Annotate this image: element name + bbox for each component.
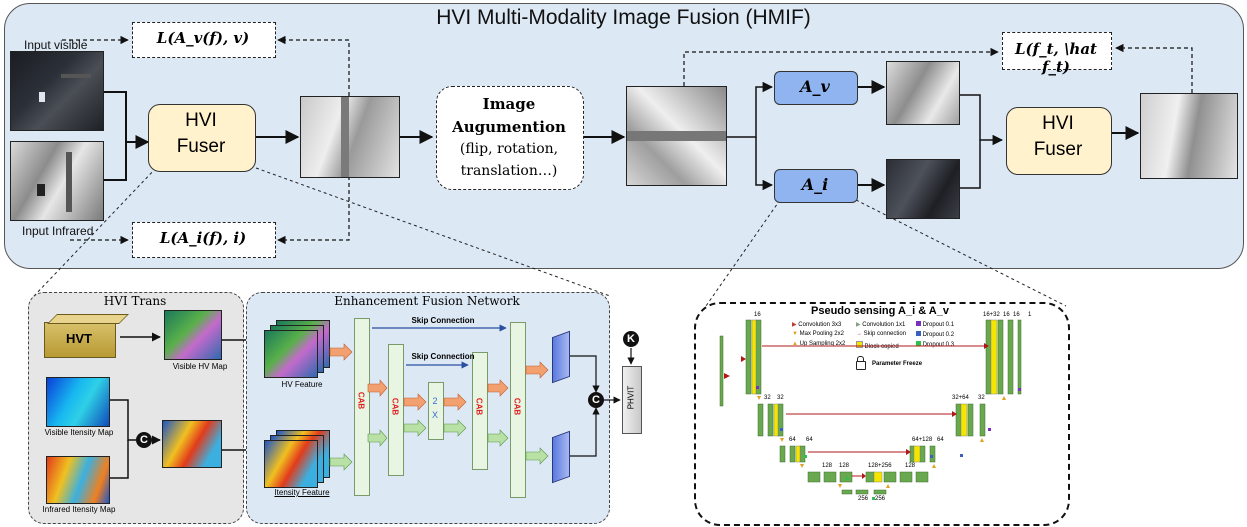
infrared-intensity-map-label: Infrared Itensity Map (42, 505, 116, 514)
pseudo-legend: ▶ Convolution 3x3 ▶ Convolution 1x1 Drop… (792, 321, 972, 355)
visible-hv-map-label: Visible HV Map (172, 362, 228, 371)
input-infrared-image (10, 141, 104, 221)
ch-dec3: 64+128 (912, 437, 933, 443)
visible-hv-map (164, 310, 222, 360)
node-a-i-label: A_i (801, 175, 829, 194)
legend-block-copied: Block copied (856, 341, 899, 350)
input-visible-label: Input visible (24, 38, 88, 52)
loss-visible-label: L(A_v(f), v) (156, 29, 250, 47)
hvi-fuser-2-line2: Fuser (1033, 139, 1083, 160)
pseudo-visible-image (886, 61, 960, 125)
cab-column-2 (388, 344, 404, 476)
fused-image (300, 96, 400, 178)
legend-dropout03: Dropout 0.3 (916, 341, 954, 348)
output-image (1140, 93, 1238, 179)
augmentation-line3: (flip, rotation, (459, 141, 559, 157)
combined-intensity-map (162, 420, 222, 468)
loss-target-label: L(f_t, \hat f_t) (1014, 40, 1097, 76)
cab-column-4 (510, 322, 526, 498)
ch-enc3: 64 (789, 437, 796, 443)
efn-title: Enhancement Fusion Network (334, 294, 520, 308)
input-visible-image (10, 51, 104, 131)
loss-infrared-box (132, 222, 276, 258)
ch-bottom1: 256 (858, 496, 869, 502)
skip-connection-label-1: Skip Connection (411, 316, 475, 325)
ch-dec2: 32+64 (952, 395, 969, 401)
hvi-fuser-1 (148, 104, 256, 172)
hvt-label: HVT (66, 331, 92, 346)
ch-enc2b: 32 (777, 395, 784, 401)
lock-icon-shackle (857, 356, 864, 362)
ch-enc3b: 64 (806, 437, 813, 443)
visible-intensity-map (46, 377, 110, 427)
hvi-trans-title: HVI Trans (103, 294, 167, 308)
diagram-title: HVI Multi-Modality Image Fusion (HMIF) (436, 6, 811, 29)
legend-upsample: ▲ Up Sampling 2x2 (792, 341, 846, 347)
ch-dec2b: 32 (978, 395, 985, 401)
legend-skip: → Skip connection (856, 331, 907, 337)
ch-enc1: 16 (754, 312, 761, 318)
concat-symbol-2: C (588, 392, 604, 408)
intensity-feature-label: Itensity Feature (274, 488, 330, 497)
ch-enc4: 128 (822, 463, 833, 469)
ch-dec4b: 128 (905, 463, 916, 469)
legend-maxpool: ▼ Max Pooling 2x2 (792, 331, 844, 337)
hv-feature-label: HV Feature (281, 380, 323, 389)
loss-target-box (1002, 32, 1112, 70)
legend-dropout02: Dropout 0.2 (916, 331, 954, 338)
concat-symbol-1: C (136, 432, 152, 448)
skip-connection-label-2: Skip Connection (411, 352, 475, 361)
ch-dec4: 128+256 (868, 463, 892, 469)
pseudo-infrared-image (886, 159, 960, 219)
ch-dec1b: 16 (1003, 312, 1010, 318)
augmentation-line4: translation…) (460, 163, 558, 179)
hvi-fuser-2 (1006, 107, 1112, 175)
upscale-top: 2 (432, 396, 438, 406)
legend-dropout01: Dropout 0.1 (916, 321, 954, 328)
ch-bottom2: 256 (875, 496, 886, 502)
hv-feature-stack-1 (264, 330, 318, 378)
ch-out: 1 (1028, 312, 1032, 318)
upscale-bottom: X (431, 410, 438, 420)
ch-dec1c: 16 (1013, 312, 1020, 318)
loss-visible-box (132, 22, 276, 58)
phvit-block (622, 366, 642, 434)
cab-column-1 (354, 318, 370, 496)
ch-dec3b: 64 (937, 437, 944, 443)
hvt-block (44, 322, 116, 358)
hvi-fuser-1-line2: Fuser (176, 136, 226, 157)
cab-column-3 (472, 352, 488, 470)
k-symbol: K (623, 331, 639, 347)
legend-conv3x3: ▶ Convolution 3x3 (792, 322, 842, 328)
parameter-freeze-label: Parameter Freeze (872, 361, 923, 367)
intensity-feature-stack-1 (264, 440, 318, 488)
visible-intensity-map-label: Visible Itensity Map (44, 428, 114, 437)
augmented-image (626, 86, 727, 186)
hvi-fuser-2-line1: HVI (1042, 113, 1074, 134)
input-infrared-label: Input Infrared (22, 224, 94, 238)
ch-enc4b: 128 (839, 463, 850, 469)
ch-enc2: 32 (764, 395, 771, 401)
augmentation-box (436, 86, 584, 190)
augmentation-line2: Augumention (452, 118, 566, 136)
node-a-i (774, 169, 858, 203)
legend-conv1x1: ▶ Convolution 1x1 (856, 322, 906, 328)
ch-dec1: 16+32 (983, 312, 1000, 318)
pseudo-sensing-title: Pseudo sensing A_i & A_v (811, 305, 949, 317)
augmentation-line1: Image (482, 95, 536, 113)
node-a-v-label: A_v (800, 77, 830, 96)
infrared-intensity-map (46, 456, 110, 504)
loss-infrared-label: L(A_i(f), i) (159, 229, 247, 247)
upscale-block (428, 382, 444, 440)
hvi-fuser-1-line1: HVI (185, 110, 217, 131)
node-a-v (774, 71, 858, 105)
